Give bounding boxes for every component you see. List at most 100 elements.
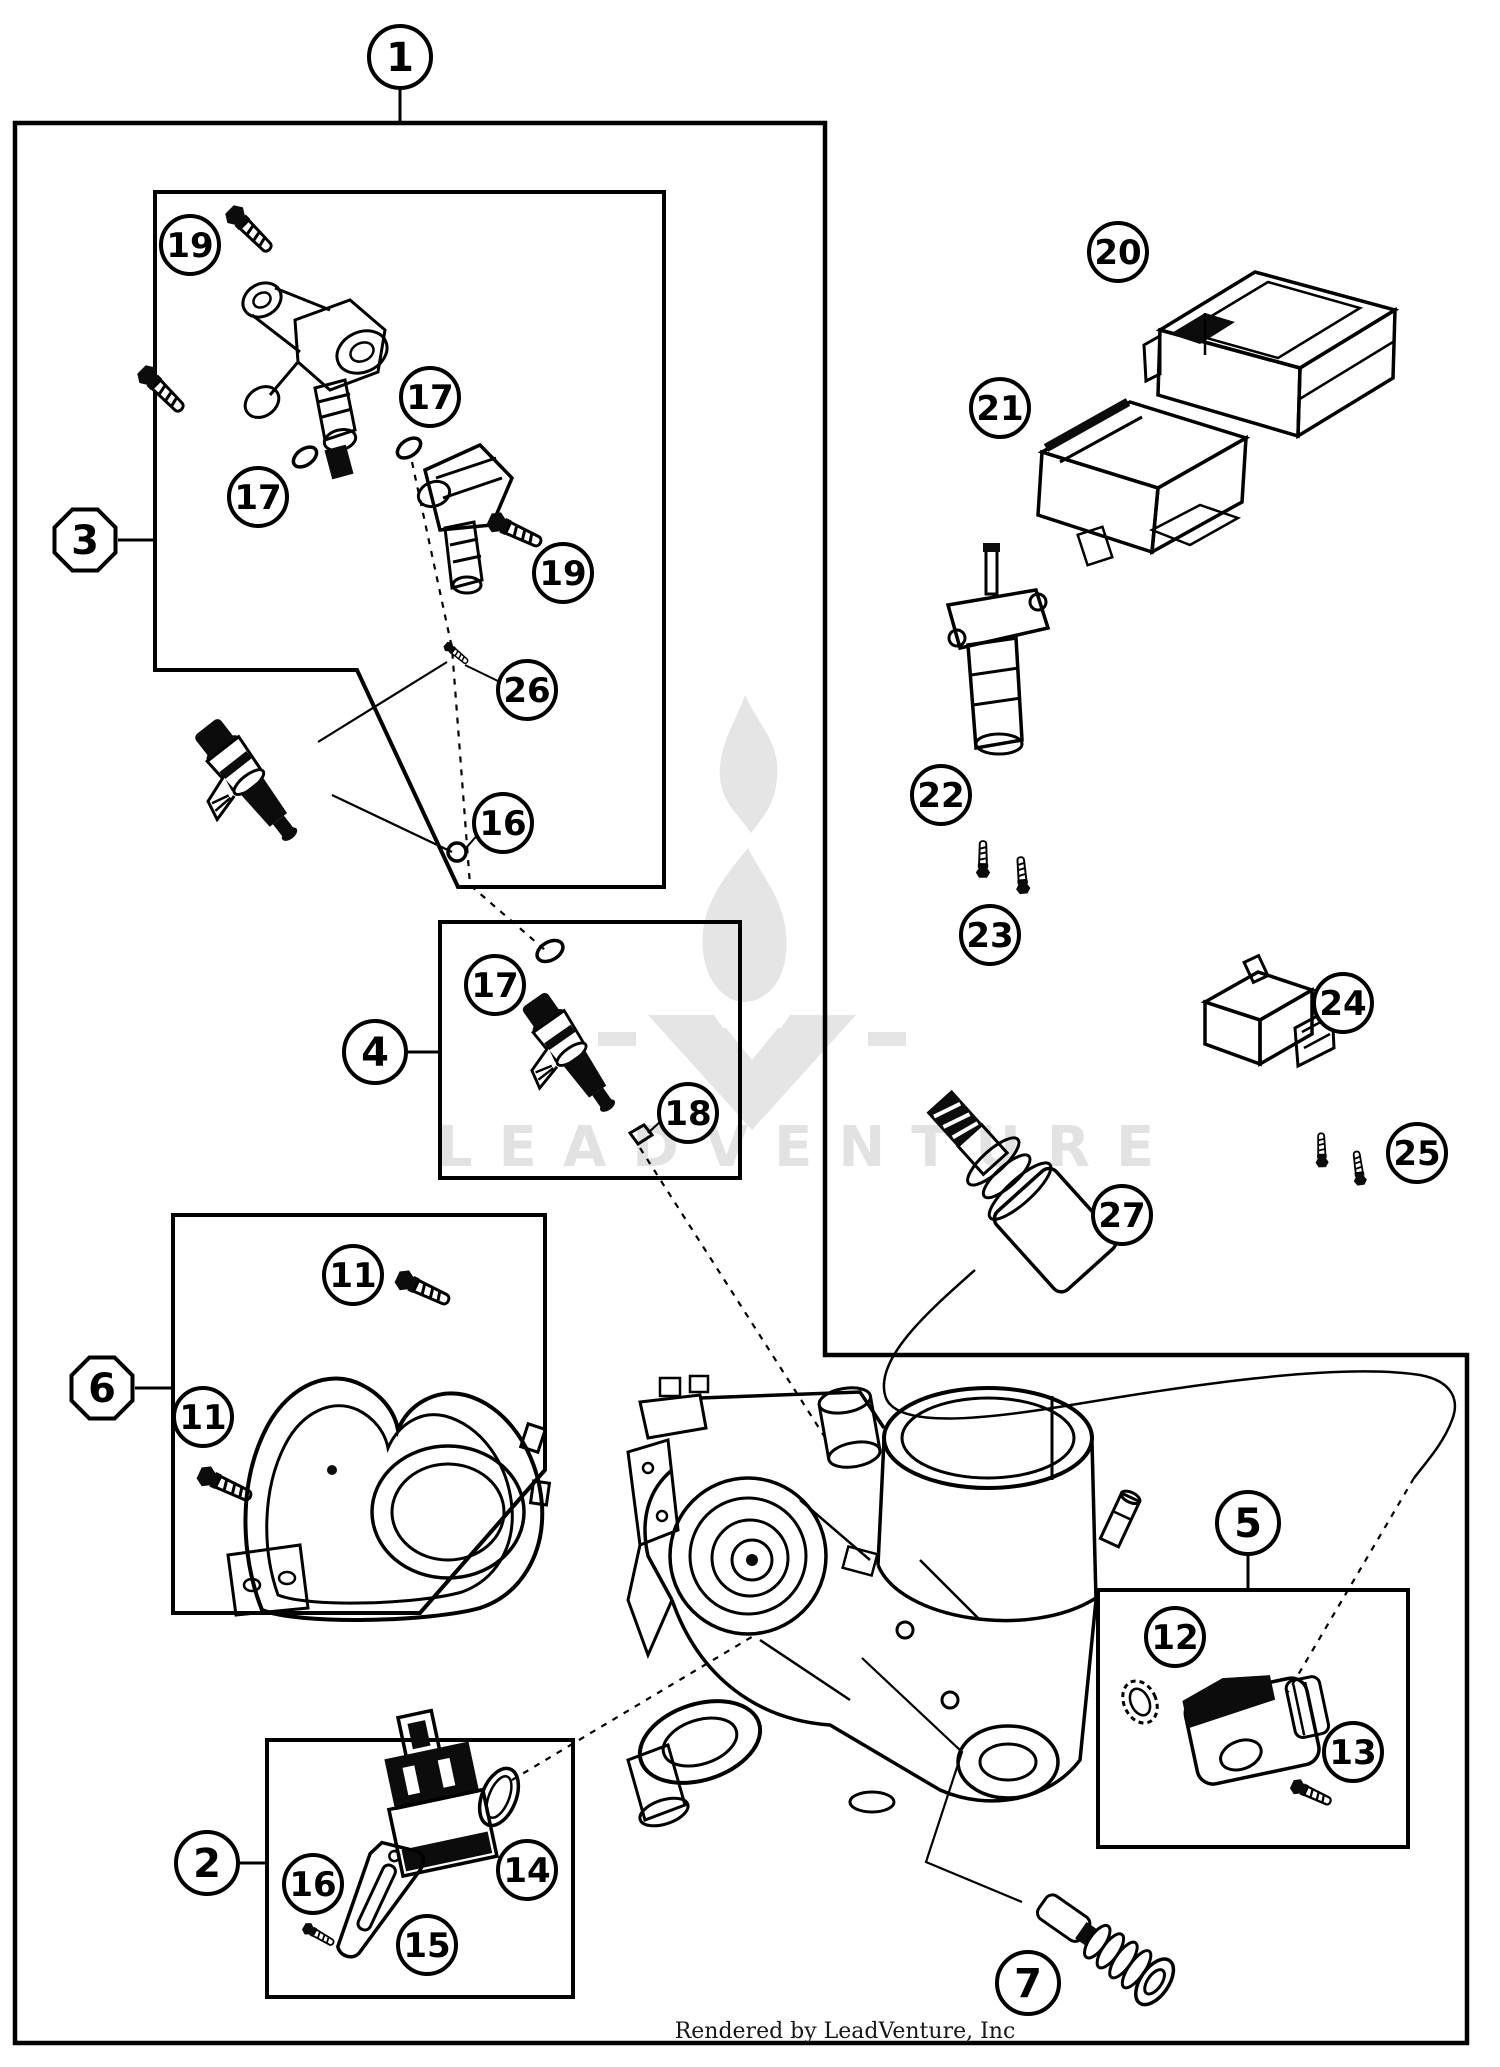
part-screw-13 — [1287, 1775, 1335, 1811]
part-screw-11a — [390, 1265, 455, 1313]
dashed-wire-pointer — [1287, 1477, 1415, 1693]
group-box-5 — [1096, 1588, 1410, 1849]
callout-23[interactable]: 23 — [959, 904, 1021, 966]
svg-text:27: 27 — [1098, 1196, 1145, 1236]
svg-text:15: 15 — [403, 1926, 450, 1966]
part-oring-17c — [535, 938, 565, 964]
group-box-3 — [153, 190, 666, 889]
part-fuel-injector-a — [166, 713, 310, 870]
svg-text:24: 24 — [1319, 984, 1366, 1024]
part-sensor-22 — [945, 543, 1051, 756]
callout-25[interactable]: 25 — [1386, 1122, 1448, 1184]
group-box-6 — [171, 1213, 547, 1615]
callout-17b[interactable]: 17 — [399, 366, 461, 428]
svg-text:2: 2 — [193, 1841, 221, 1887]
svg-text:12: 12 — [1151, 1618, 1198, 1658]
callout-22[interactable]: 22 — [910, 764, 972, 826]
callout-7[interactable]: 7 — [995, 1950, 1061, 2016]
callout-12[interactable]: 12 — [1144, 1606, 1206, 1668]
callout-27[interactable]: 27 — [1091, 1184, 1153, 1246]
callout-17c[interactable]: 17 — [464, 954, 526, 1016]
callout-19b[interactable]: 19 — [532, 542, 594, 604]
callout-26[interactable]: 26 — [496, 659, 558, 721]
part-idle-stepper-27 — [926, 1089, 1118, 1294]
dashed-oring-pointer — [410, 461, 546, 951]
svg-text:17: 17 — [406, 378, 453, 418]
svg-text:4: 4 — [361, 1030, 389, 1076]
callout-14[interactable]: 14 — [496, 1839, 558, 1901]
sensor-wire — [882, 1269, 1457, 1479]
callout-5[interactable]: 5 — [1215, 1490, 1281, 1556]
svg-text:17: 17 — [234, 478, 281, 518]
watermark-text: LEADVENTURE — [437, 1115, 1180, 1180]
svg-text:6: 6 — [88, 1366, 116, 1412]
svg-text:1: 1 — [386, 35, 414, 81]
callout-16a[interactable]: 16 — [472, 792, 534, 854]
svg-text:23: 23 — [966, 916, 1013, 956]
part-screws-23 — [974, 840, 1032, 896]
callout-1[interactable]: 1 — [367, 24, 433, 90]
pointer-lines — [118, 88, 1457, 1904]
svg-text:3: 3 — [71, 518, 99, 564]
callout-13[interactable]: 13 — [1322, 1721, 1384, 1783]
leadventure-logo-watermark — [598, 695, 906, 1130]
callout-19a[interactable]: 19 — [159, 214, 221, 276]
svg-text:11: 11 — [179, 1398, 226, 1438]
callout-15[interactable]: 15 — [396, 1914, 458, 1976]
svg-text:5: 5 — [1234, 1501, 1262, 1547]
svg-text:19: 19 — [539, 554, 586, 594]
part-seal-14 — [477, 1766, 521, 1828]
svg-text:17: 17 — [471, 966, 518, 1006]
callout-17a[interactable]: 17 — [227, 466, 289, 528]
svg-text:16: 16 — [479, 804, 526, 844]
callout-6[interactable]: 6 — [69, 1355, 135, 1421]
callout-16b[interactable]: 16 — [282, 1853, 344, 1915]
svg-text:7: 7 — [1014, 1961, 1042, 2007]
svg-text:21: 21 — [976, 389, 1023, 429]
svg-text:14: 14 — [503, 1851, 550, 1891]
svg-text:19: 19 — [166, 226, 213, 266]
part-screw-19a — [220, 200, 279, 259]
callout-11a[interactable]: 11 — [322, 1244, 384, 1306]
part-adjuster-7 — [1035, 1893, 1176, 2007]
callout-4[interactable]: 4 — [342, 1019, 408, 1085]
callout-24[interactable]: 24 — [1312, 972, 1374, 1034]
part-oring-16 — [446, 841, 468, 863]
callout-11b[interactable]: 11 — [172, 1386, 234, 1448]
zigzag-pointer — [861, 1657, 1023, 1904]
part-intake-boot — [226, 1376, 552, 1622]
main-assembly-box-1 — [12, 120, 1470, 2046]
part-oring-17b — [395, 436, 423, 460]
part-oring-12 — [1121, 1679, 1159, 1725]
svg-text:16: 16 — [289, 1865, 336, 1905]
dashed-seal-pointer — [511, 1631, 761, 1781]
callout-3[interactable]: 3 — [52, 507, 118, 573]
callout-18[interactable]: 18 — [657, 1082, 719, 1144]
part-fuel-injector-b — [494, 987, 628, 1138]
part-clip-18 — [627, 1123, 655, 1147]
svg-text:26: 26 — [503, 671, 550, 711]
part-ecu-20 — [1142, 270, 1400, 440]
part-sensor-19 — [416, 442, 547, 595]
part-ecu-21 — [1036, 398, 1251, 567]
part-bracket-15 — [335, 1840, 426, 1959]
footer-credit-text: Rendered by LeadVenture, Inc — [675, 2019, 1016, 2044]
svg-text:22: 22 — [917, 776, 964, 816]
svg-text:13: 13 — [1329, 1733, 1376, 1773]
part-cable-bracket — [241, 281, 389, 480]
callout-21[interactable]: 21 — [969, 377, 1031, 439]
group-box-4 — [438, 920, 742, 1180]
part-tps-sensor — [1182, 1675, 1331, 1786]
part-connector — [384, 1708, 500, 1879]
svg-text:25: 25 — [1393, 1134, 1440, 1174]
part-oring-17a — [291, 445, 319, 469]
svg-text:11: 11 — [329, 1256, 376, 1296]
callout-20[interactable]: 20 — [1087, 221, 1149, 283]
svg-text:18: 18 — [664, 1094, 711, 1134]
svg-text:20: 20 — [1094, 233, 1141, 273]
part-screws-25 — [1313, 1132, 1369, 1187]
part-screw-19a2 — [132, 360, 191, 419]
callout-2[interactable]: 2 — [174, 1830, 240, 1896]
part-screw-16b — [299, 1919, 338, 1950]
